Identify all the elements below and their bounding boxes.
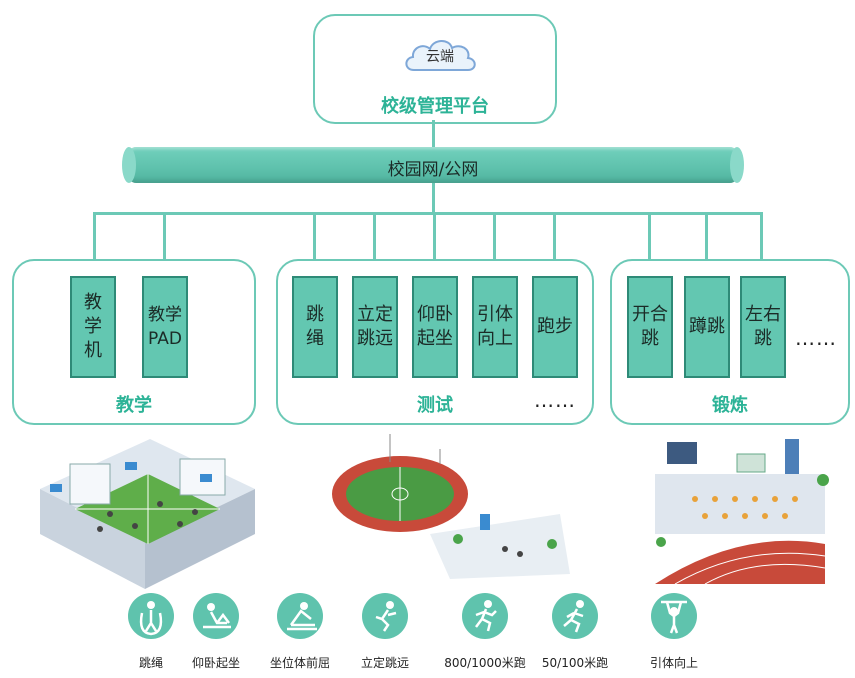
- device-teaching-machine: 教 学 机: [70, 276, 116, 378]
- sport-label: 800/1000米跑: [444, 656, 526, 670]
- connector-drop: [163, 212, 166, 276]
- device-teaching-pad: 教学 PAD: [142, 276, 188, 378]
- sport-label: 仰卧起坐: [191, 656, 240, 670]
- cloud-icon: 云端: [400, 34, 480, 78]
- device-sit-up: 仰卧 起坐: [412, 276, 458, 378]
- connector-trunk: [432, 183, 435, 213]
- connector-drop: [313, 212, 316, 276]
- device-squat-jump: 蹲跳: [684, 276, 730, 378]
- device-jumping-jack: 开合 跳: [627, 276, 673, 378]
- sprint-icon: [552, 593, 598, 639]
- connector-horizontal: [93, 212, 761, 215]
- connector-drop: [493, 212, 496, 276]
- group-title-testing: 测试: [417, 395, 453, 416]
- connector-drop: [648, 212, 651, 276]
- testing-more: ……: [534, 388, 576, 412]
- stadium-illustration: [330, 434, 570, 588]
- sit-up-icon: [193, 593, 239, 639]
- long-jump-icon: [362, 593, 408, 639]
- connector-top: [432, 120, 435, 148]
- device-pull-up: 引体 向上: [472, 276, 518, 378]
- device-jump-rope: 跳 绳: [292, 276, 338, 378]
- network-bar: 校园网/公网: [122, 147, 744, 183]
- platform-box: 校级管理平台: [313, 14, 557, 124]
- connector-drop: [433, 212, 436, 276]
- group-title-training: 锻炼: [712, 395, 748, 416]
- platform-title: 校级管理平台: [381, 96, 489, 117]
- connector-drop: [553, 212, 556, 276]
- training-illustration: [655, 434, 833, 588]
- cloud-label: 云端: [426, 49, 454, 65]
- sit-reach-icon: [277, 593, 323, 639]
- classroom-illustration: [30, 434, 260, 598]
- device-side-jump: 左右 跳: [740, 276, 786, 378]
- sport-label: 立定跳远: [360, 656, 409, 670]
- group-teaching: 教学: [12, 259, 256, 425]
- connector-drop: [760, 212, 763, 276]
- connector-drop: [93, 212, 96, 276]
- sport-label: 坐位体前屈: [269, 656, 330, 670]
- pull-up-icon: [651, 593, 697, 639]
- sport-label: 引体向上: [649, 656, 698, 670]
- sport-label: 跳绳: [138, 656, 163, 670]
- group-title-teaching: 教学: [116, 395, 152, 416]
- connector-drop: [373, 212, 376, 276]
- connector-drop: [705, 212, 708, 276]
- sport-label: 50/100米跑: [541, 656, 609, 670]
- network-label: 校园网/公网: [387, 160, 479, 180]
- device-running: 跑步: [532, 276, 578, 378]
- training-more: ……: [795, 326, 837, 350]
- running-icon: [462, 593, 508, 639]
- device-long-jump: 立定 跳远: [352, 276, 398, 378]
- jump-rope-icon: [128, 593, 174, 639]
